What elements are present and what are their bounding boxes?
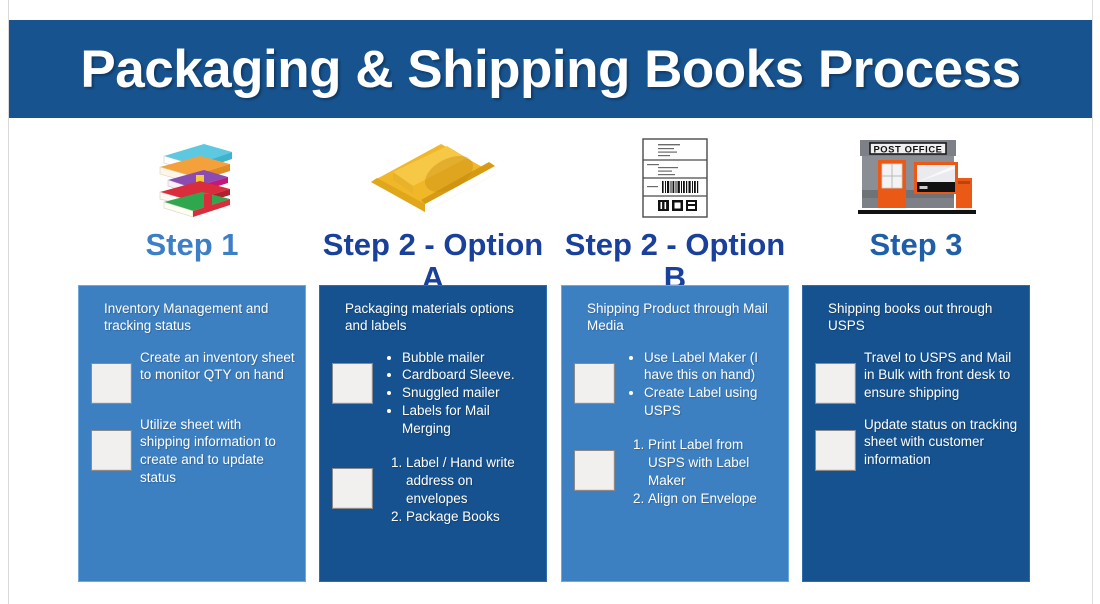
card-row-body: Travel to USPS and Mail in Bulk with fro… xyxy=(864,349,1019,403)
list-item: Print Label from USPS with Label Maker xyxy=(648,436,778,490)
list-item: Create Label using USPS xyxy=(644,384,778,420)
card-row: Bubble mailer Cardboard Sleeve. Snuggled… xyxy=(332,349,536,439)
numbered-list: Print Label from USPS with Label Maker A… xyxy=(623,436,778,508)
card-row-body: Use Label Maker (I have this on hand) Cr… xyxy=(623,349,778,421)
card-title-step-2-option-a: Packaging materials options and labels xyxy=(345,301,514,334)
step-heading-2: Step 2 - Option A xyxy=(322,227,544,296)
card-row: Print Label from USPS with Label Maker A… xyxy=(574,436,778,508)
step-heading-1: Step 1 xyxy=(145,227,239,262)
bullet-list: Use Label Maker (I have this on hand) Cr… xyxy=(623,349,778,421)
list-item: Bubble mailer xyxy=(402,349,536,367)
card-step-2-option-a: Packaging materials options and labels B… xyxy=(319,285,547,582)
bubble-mailer-icon xyxy=(319,130,547,218)
card-row-body: Utilize sheet with shipping information … xyxy=(140,416,295,488)
list-item: Label / Hand write address on envelopes xyxy=(406,454,536,508)
card-title-step-1: Inventory Management and tracking status xyxy=(104,301,269,334)
image-placeholder-icon xyxy=(815,429,856,471)
card-text: Travel to USPS and Mail in Bulk with fro… xyxy=(864,349,1012,401)
card-title-step-2-option-b: Shipping Product through Mail Media xyxy=(587,301,768,334)
image-placeholder-icon xyxy=(332,468,373,510)
card-row: Use Label Maker (I have this on hand) Cr… xyxy=(574,349,778,421)
image-placeholder-icon xyxy=(332,362,373,404)
card-row: Create an inventory sheet to monitor QTY… xyxy=(91,349,295,404)
list-item: Cardboard Sleeve. xyxy=(402,366,536,384)
image-placeholder-icon xyxy=(574,362,615,404)
process-column-step-2-option-a: Step 2 - Option A xyxy=(319,130,547,295)
card-text: Utilize sheet with shipping information … xyxy=(140,416,276,486)
card-row: Travel to USPS and Mail in Bulk with fro… xyxy=(815,349,1019,404)
step-heading-4: Step 3 xyxy=(869,227,963,262)
process-column-step-2-option-b: Step 2 - Option B xyxy=(561,130,789,295)
step-heading-3: Step 2 - Option B xyxy=(564,227,786,296)
card-step-1: Inventory Management and tracking status… xyxy=(78,285,306,582)
card-row-body: Label / Hand write address on envelopes … xyxy=(381,454,536,526)
card-row-body: Print Label from USPS with Label Maker A… xyxy=(623,436,778,508)
image-placeholder-icon xyxy=(91,429,132,471)
card-row: Label / Hand write address on envelopes … xyxy=(332,454,536,526)
list-item: Snuggled mailer xyxy=(402,384,536,402)
card-step-2-option-b: Shipping Product through Mail Media Use … xyxy=(561,285,789,582)
card-row-body: Create an inventory sheet to monitor QTY… xyxy=(140,349,295,385)
stack-of-books-icon xyxy=(78,130,306,218)
process-column-step-3: POST OFFICE xyxy=(802,130,1030,261)
card-row-body: Update status on tracking sheet with cus… xyxy=(864,416,1019,470)
page-left-rule xyxy=(8,0,9,604)
image-placeholder-icon xyxy=(815,362,856,404)
process-columns: Step 1 Step 2 - Option A xyxy=(0,130,1100,600)
title-banner: Packaging & Shipping Books Process xyxy=(9,20,1092,118)
list-item: Align on Envelope xyxy=(648,490,778,508)
bullet-list: Bubble mailer Cardboard Sleeve. Snuggled… xyxy=(381,349,536,439)
page-title: Packaging & Shipping Books Process xyxy=(80,39,1021,99)
post-office-icon: POST OFFICE xyxy=(802,130,1030,218)
list-item: Package Books xyxy=(406,508,536,526)
card-row: Update status on tracking sheet with cus… xyxy=(815,416,1019,471)
card-text: Create an inventory sheet to monitor QTY… xyxy=(140,349,295,383)
list-item: Use Label Maker (I have this on hand) xyxy=(644,349,778,385)
page-right-rule xyxy=(1092,0,1093,604)
numbered-list: Label / Hand write address on envelopes … xyxy=(381,454,536,526)
card-row-body: Bubble mailer Cardboard Sleeve. Snuggled… xyxy=(381,349,536,439)
process-column-step-1: Step 1 xyxy=(78,130,306,261)
image-placeholder-icon xyxy=(91,362,132,404)
shipping-label-icon xyxy=(561,130,789,218)
card-title-step-3: Shipping books out through USPS xyxy=(828,301,993,334)
image-placeholder-icon xyxy=(574,450,615,492)
post-office-sign-text: POST OFFICE xyxy=(873,143,942,154)
card-step-3: Shipping books out through USPS Travel t… xyxy=(802,285,1030,582)
card-row: Utilize sheet with shipping information … xyxy=(91,416,295,488)
card-text: Update status on tracking sheet with cus… xyxy=(864,416,1018,468)
list-item: Labels for Mail Merging xyxy=(402,402,536,438)
